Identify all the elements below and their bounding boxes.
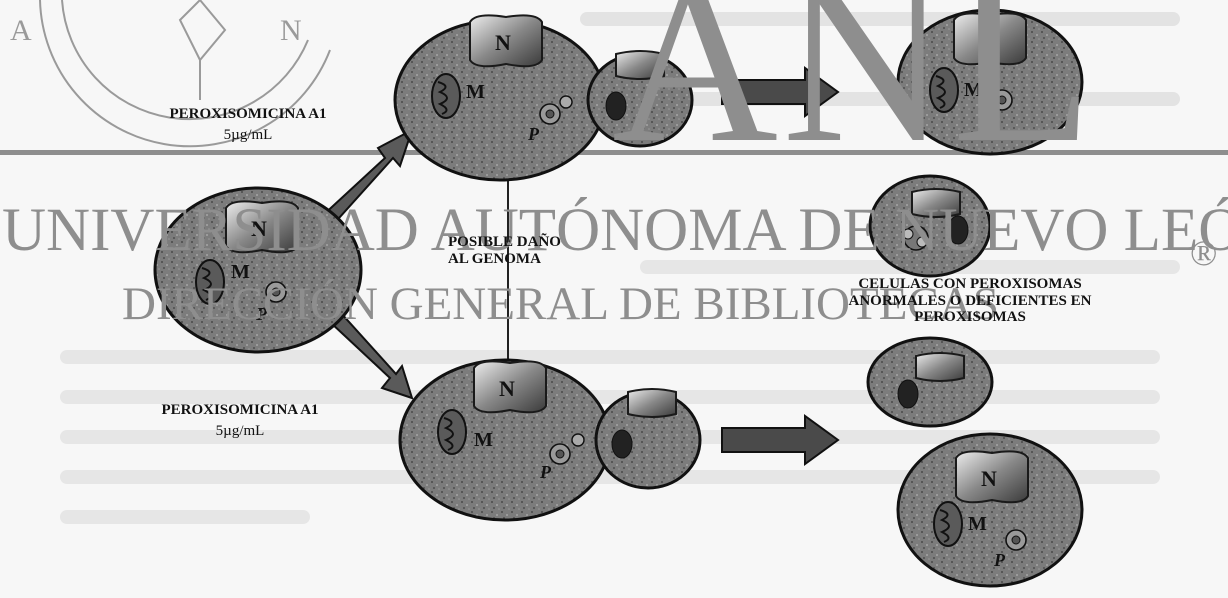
genome-damage-line1: POSIBLE DAÑO: [448, 234, 561, 250]
mito-letter-top-mid: M: [466, 81, 485, 103]
mito-letter-top-right: M: [964, 79, 983, 101]
genome-damage-label: POSIBLE DAÑO AL GENOMA: [448, 234, 561, 267]
treatment-bottom-name: PEROXISOMICINA A1: [161, 402, 319, 418]
daughter-cell-top-large: [896, 8, 1084, 156]
nucleus-letter-top-mid: N: [495, 30, 511, 55]
treatment-bottom-conc: 5µg/mL: [215, 422, 265, 439]
result-label: CELULAS CON PEROXISOMAS ANORMALES O DEFI…: [770, 276, 1170, 326]
nucleus-letter-bottom-right: N: [981, 466, 997, 491]
perox-letter-top-mid: P: [527, 124, 540, 144]
watermark-university: UNIVERSIDAD AUTÓNOMA DE NUEVO LEÓN: [2, 197, 1228, 264]
perox-letter-parent: P: [255, 304, 268, 324]
university-seal-watermark: [39, 0, 331, 148]
watermark-registered: ®: [1190, 233, 1218, 273]
watermark-big-letters: ANL: [612, 0, 1097, 190]
parent-cell: [153, 186, 363, 354]
daughter-cell-top-small: [868, 174, 992, 278]
treatment-bottom-label: PEROXISOMICINA A1 5µg/mL: [140, 402, 340, 439]
nucleus-letter-bottom-mid: N: [499, 376, 515, 401]
genome-damage-line2: AL GENOMA: [448, 250, 541, 267]
treatment-top-name: PEROXISOMICINA A1: [169, 106, 327, 122]
treatment-top-conc: 5µg/mL: [223, 126, 273, 143]
perox-letter-bottom-mid: P: [539, 462, 552, 482]
arrow-bottom-right: [721, 414, 840, 466]
perox-letter-bottom-right: P: [993, 550, 1006, 570]
nucleus-letter-top-right: N: [980, 28, 996, 53]
budding-cell-top: [393, 14, 694, 182]
result-line1: CELULAS CON PEROXISOMAS: [858, 276, 1082, 292]
arrow-to-bottom-cell: [328, 310, 414, 400]
arrow-to-top-cell: [318, 127, 414, 230]
result-line3: PEROXISOMAS: [914, 309, 1026, 325]
treatment-top-label: PEROXISOMICINA A1 5µg/mL: [148, 106, 348, 143]
seal-letter-a: A: [10, 14, 32, 47]
watermark-direccion: DIRECCIÓN GENERAL DE BIBLIOTECAS: [122, 278, 999, 330]
nucleus-letter-parent: N: [251, 216, 267, 241]
budding-cell-bottom: [398, 358, 702, 522]
mito-letter-bottom-mid: M: [474, 429, 493, 451]
daughter-cell-bottom-large: [896, 432, 1084, 588]
perox-letter-top-right: P: [983, 110, 996, 130]
seal-letter-n: N: [280, 14, 302, 47]
result-line2: ANORMALES O DEFICIENTES EN: [848, 292, 1092, 309]
mito-letter-parent: M: [231, 261, 250, 283]
daughter-cell-bottom-small: [866, 336, 994, 428]
watermark-rule: [0, 150, 1228, 155]
mito-letter-bottom-right: M: [968, 513, 987, 535]
arrow-top-right: [721, 66, 840, 118]
